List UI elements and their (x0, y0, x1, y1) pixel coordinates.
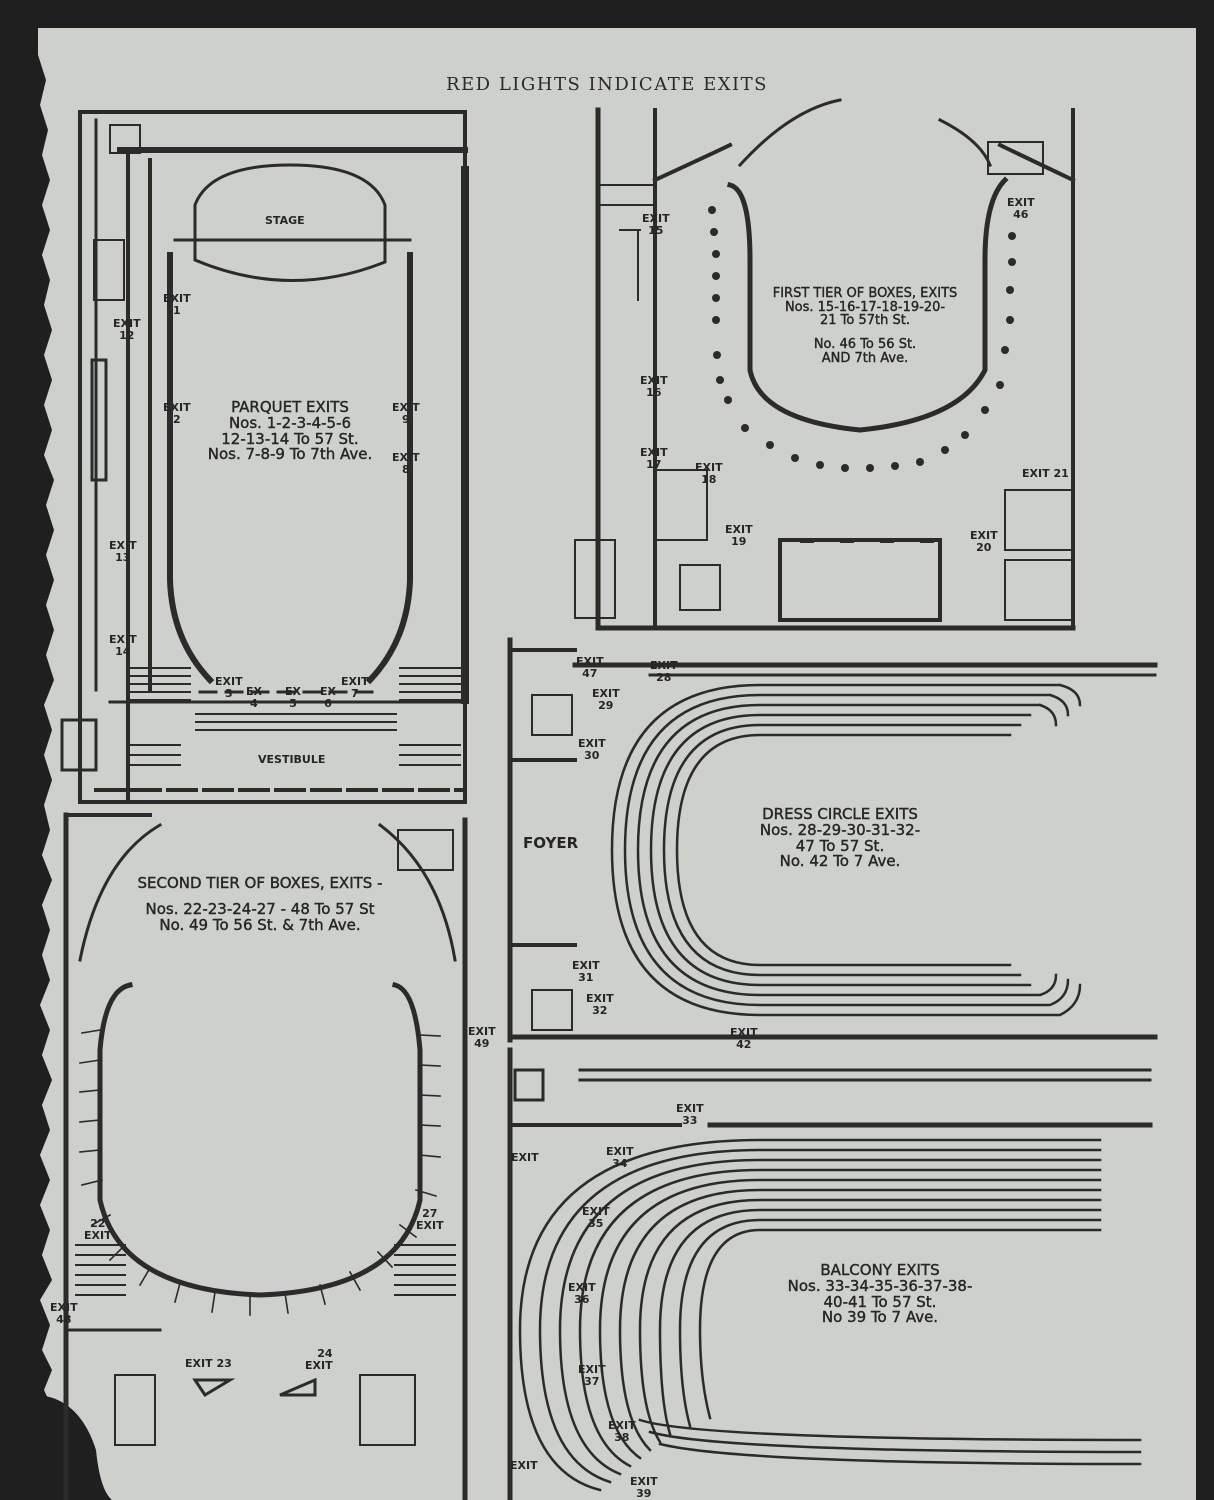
dress-circle-title: DRESS CIRCLE EXITS Nos. 28-29-30-31-32- … (759, 805, 921, 871)
paper-sheet (38, 28, 1196, 1500)
second-tier-title: SECOND TIER OF BOXES, EXITS - Nos. 22-23… (137, 874, 383, 934)
balcony-title: BALCONY EXITS Nos. 33-34-35-36-37-38- 40… (787, 1261, 973, 1327)
torn-corner (40, 1395, 112, 1500)
exit-21: EXIT 21 (1022, 467, 1069, 480)
header-red-lights: RED LIGHTS INDICATE EXITS (445, 74, 768, 95)
balcony-exit-left-bottom: EXIT (510, 1459, 538, 1472)
second-tier-plan (63, 812, 468, 1500)
balcony-plan (507, 1047, 1153, 1500)
first-tier-plan (574, 98, 1076, 631)
first-tier-title: FIRST TIER OF BOXES, EXITS Nos. 15-16-17… (772, 286, 958, 366)
parquet-plan (60, 110, 469, 804)
stage-label: STAGE (265, 214, 305, 227)
vestibule-label: VESTIBULE (258, 753, 326, 766)
first-tier-box-marks (708, 206, 1016, 543)
exit-23: EXIT 23 (185, 1357, 232, 1370)
dress-circle-plan (507, 637, 1158, 1043)
parquet-title: PARQUET EXITS Nos. 1-2-3-4-5-6 12-13-14 … (207, 398, 373, 464)
balcony-exit-left-top: EXIT (511, 1151, 539, 1164)
foyer-label: FOYER (523, 834, 579, 852)
